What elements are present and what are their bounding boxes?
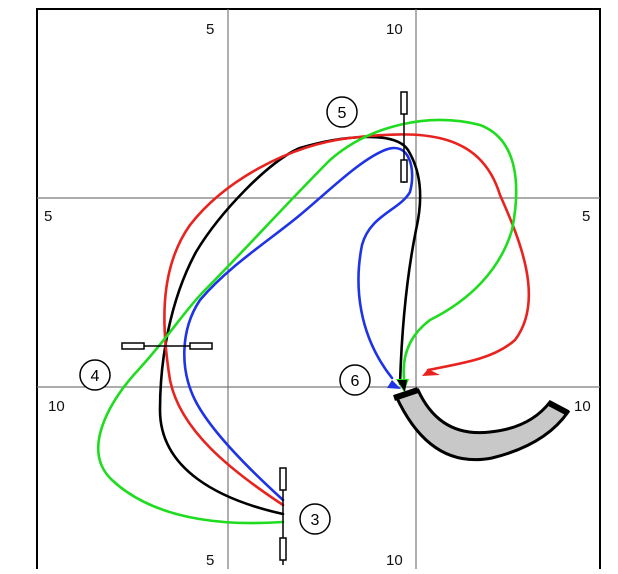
- grid-label-bottom-left: 5: [206, 552, 214, 569]
- marker-5-label: 5: [338, 105, 347, 122]
- obstacle-3-wing-top: [279, 467, 287, 491]
- marker-5-circle: [326, 96, 358, 128]
- grid-label-low-right: 10: [574, 398, 591, 415]
- grid-labels: 5 10 5 5 10 10 5 10: [44, 21, 591, 569]
- obstacle-4-wing-left: [121, 342, 145, 350]
- grid-label-top-left: 5: [206, 21, 214, 38]
- tunnel-entry: [393, 387, 419, 401]
- grid-label-top-right: 10: [386, 21, 403, 38]
- grid-label-mid-left: 5: [44, 208, 52, 225]
- obstacle-4: [121, 342, 213, 350]
- grid-label-bottom-right: 10: [386, 552, 403, 569]
- grid-label-low-left: 10: [48, 398, 65, 415]
- obstacle-5: [400, 91, 408, 183]
- obstacle-5-wing-top: [400, 91, 408, 115]
- marker-3-circle: [299, 503, 331, 535]
- path-green: [96, 118, 518, 525]
- marker-6-label: 6: [351, 373, 360, 390]
- tunnel-obstacle: [393, 387, 571, 462]
- obstacle-3-wing-bottom: [279, 537, 287, 561]
- marker-6-circle: [339, 364, 371, 396]
- marker-3: 3: [299, 503, 331, 535]
- obstacle-5-wing-bottom: [400, 159, 408, 183]
- arrow-red: [422, 369, 440, 376]
- number-markers: 3 4 5 6: [79, 96, 371, 535]
- grid-label-mid-right: 5: [582, 208, 590, 225]
- handler-paths: [96, 118, 531, 525]
- obstacle-3: [279, 467, 287, 565]
- arrowheads: [387, 369, 440, 392]
- arrow-blue: [387, 380, 401, 389]
- field-border: [36, 8, 601, 574]
- tunnel-exit: [547, 400, 570, 416]
- marker-4-circle: [79, 359, 111, 391]
- obstacle-4-wing-right: [189, 342, 213, 350]
- arrow-black: [397, 380, 407, 392]
- path-blue: [183, 146, 414, 502]
- marker-4-label: 4: [91, 368, 100, 385]
- path-red: [163, 133, 531, 507]
- marker-4: 4: [79, 359, 111, 391]
- marker-5: 5: [326, 96, 358, 128]
- marker-6: 6: [339, 364, 371, 396]
- marker-3-label: 3: [311, 512, 320, 529]
